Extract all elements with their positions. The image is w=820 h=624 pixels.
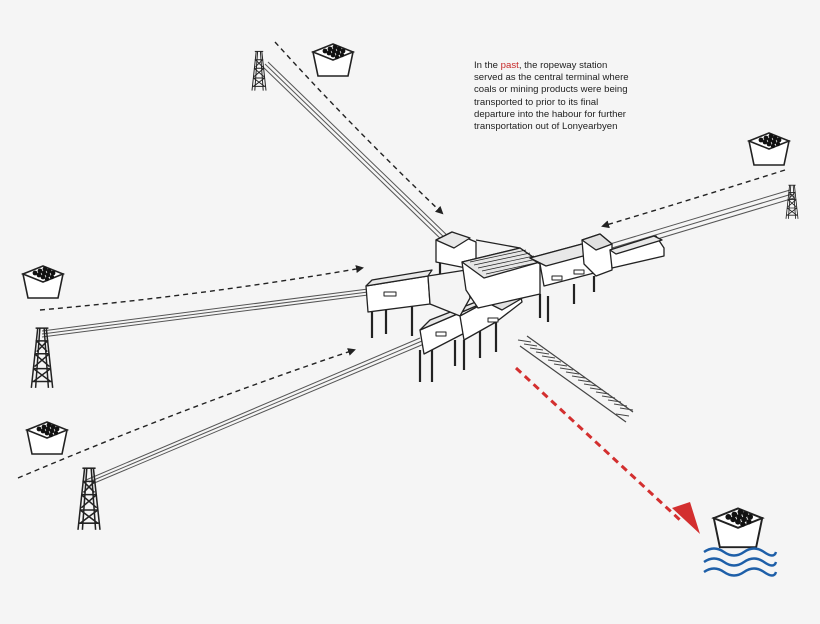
arrow-southwest-in	[17, 348, 356, 479]
cable-southwest	[85, 337, 425, 485]
coal-bucket-icon	[26, 421, 68, 455]
arrow-east-in	[601, 169, 786, 229]
cable-north	[261, 61, 453, 245]
water-waves-icon	[703, 547, 778, 577]
arrow-west-in	[39, 265, 364, 311]
caption-start: In the	[474, 60, 501, 71]
coal-bucket-icon	[748, 132, 790, 166]
coal-bucket-icon	[312, 43, 354, 77]
station-building	[365, 231, 665, 382]
pylon-icon	[77, 467, 101, 531]
caption-highlight: past	[500, 60, 519, 71]
caption-rest: , the ropeway station served as the cent…	[474, 60, 629, 133]
railway-track-icon	[517, 335, 634, 423]
description-text: In the past, the ropeway station served …	[474, 60, 634, 133]
arrow-north-in	[274, 41, 444, 215]
coal-bucket-icon	[22, 265, 64, 299]
coal-bucket-icon	[712, 507, 764, 549]
cable-west	[41, 288, 369, 338]
arrow-harbour-out	[514, 366, 700, 534]
pylon-icon	[30, 327, 54, 389]
pylon-icon	[251, 50, 267, 92]
